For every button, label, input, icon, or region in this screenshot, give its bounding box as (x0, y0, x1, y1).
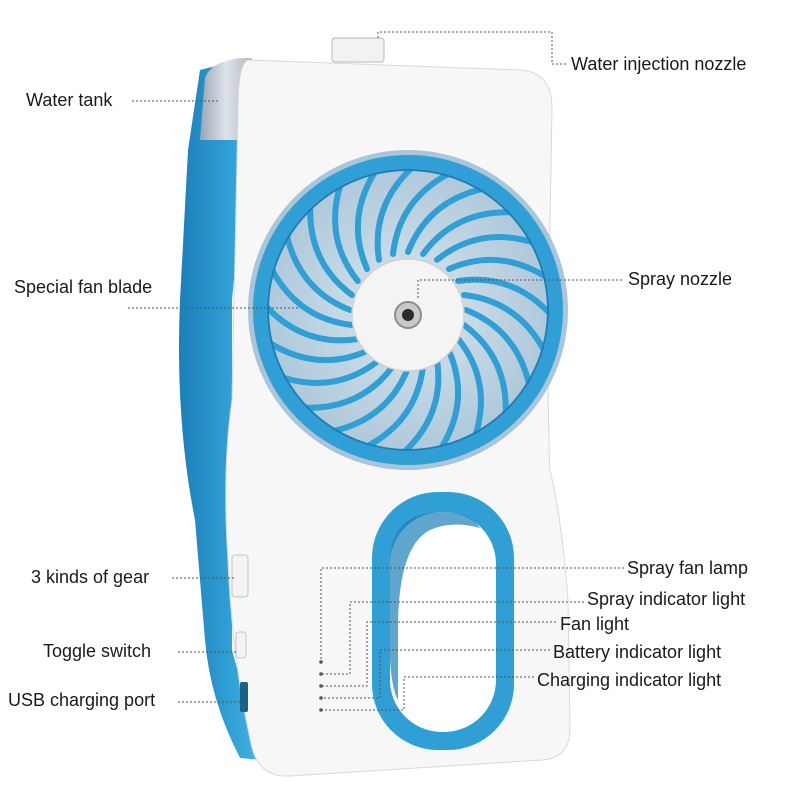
label-spray-indicator-light: Spray indicator light (587, 589, 746, 609)
fan-blade (463, 307, 533, 388)
leader-spray-nozzle (417, 279, 624, 298)
fan-blade (283, 232, 353, 313)
fan-blade (266, 340, 370, 364)
handle-inner-shade (390, 512, 480, 700)
fan-blade (268, 266, 355, 328)
leader-water-injection-nozzle (377, 31, 568, 65)
usb-charging-port (240, 682, 248, 712)
leader-charging-indicator-light (322, 676, 534, 711)
fan-blade (302, 363, 396, 411)
special-fan-blade (263, 165, 553, 455)
fan-blade (374, 165, 415, 263)
fan-blade (461, 292, 548, 354)
fan-blade (461, 322, 509, 416)
fan-blade (401, 357, 442, 455)
label-three-kinds-of-gear: 3 kinds of gear (31, 567, 150, 587)
fan-blade (420, 209, 514, 257)
fan-blade (330, 365, 411, 435)
gear-button (231, 554, 249, 598)
fan-blade (332, 182, 361, 284)
fan-blade (280, 357, 382, 386)
fan-blade (263, 303, 361, 344)
fan-blade (455, 336, 484, 438)
indicator-light (319, 708, 323, 712)
fan-guard-ring-inner (267, 169, 549, 451)
leader-fan-light (322, 621, 556, 687)
leader-spray-fan-lamp (320, 567, 624, 662)
fan-blade (364, 363, 426, 450)
label-spray-fan-lamp: Spray fan lamp (627, 558, 749, 578)
fan-blade (405, 185, 486, 255)
label-toggle-switch: Toggle switch (43, 641, 152, 661)
label-charging-indicator-light: Charging indicator light (537, 670, 722, 690)
toggle-switch (235, 631, 247, 659)
label-water-tank: Water tank (26, 90, 113, 110)
fan-blade (307, 204, 355, 298)
side-shell (179, 60, 262, 760)
fan-assembly (248, 150, 568, 470)
label-fan-light: Fan light (560, 614, 630, 634)
leader-battery-indicator-light (322, 649, 550, 699)
label-usb-charging-port: USB charging port (8, 690, 156, 710)
fan-blade (390, 170, 452, 257)
leader-lines (128, 31, 624, 711)
fan-blade (438, 348, 462, 452)
fan-blade (354, 168, 378, 272)
fan-blade (446, 256, 550, 280)
fan-blade (434, 234, 536, 263)
label-spray-nozzle: Spray nozzle (628, 269, 733, 289)
label-water-injection-nozzle: Water injection nozzle (571, 54, 747, 74)
water-injection-nozzle (331, 37, 385, 63)
indicator-light (319, 696, 323, 700)
label-special-fan-blade: Special fan blade (14, 277, 153, 297)
leader-spray-indicator-light (322, 601, 584, 675)
label-battery-indicator-light: Battery indicator light (553, 642, 722, 662)
fan-guard-ring (253, 155, 563, 465)
spray-nozzle-hole (402, 309, 414, 321)
indicator-light (319, 672, 323, 676)
indicator-light (319, 684, 323, 688)
